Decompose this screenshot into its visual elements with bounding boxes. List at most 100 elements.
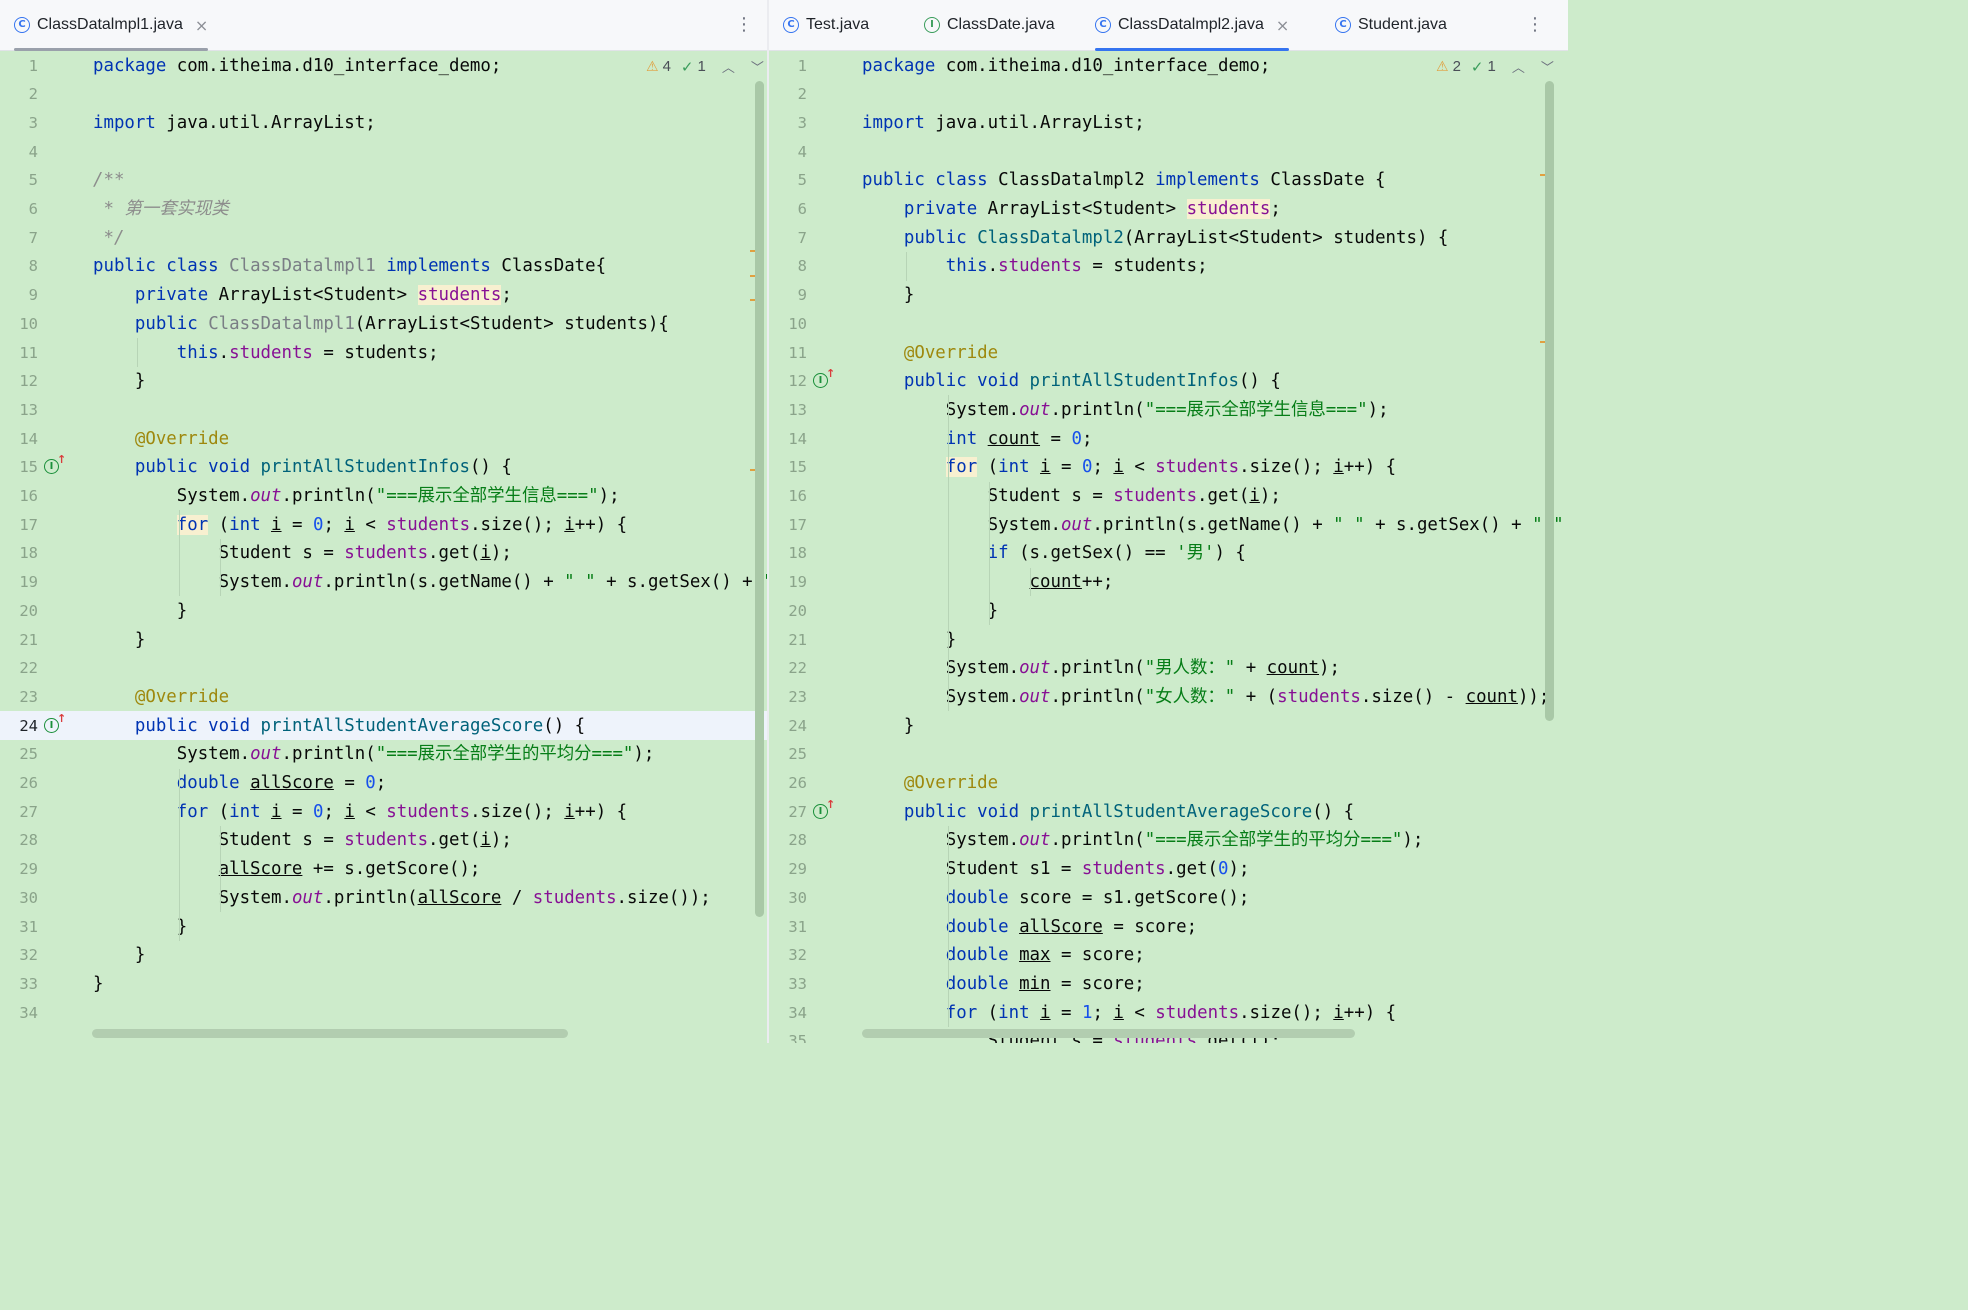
- line-number[interactable]: 24: [19, 716, 38, 735]
- code-line[interactable]: public class ClassDatalmpl1 implements C…: [93, 252, 767, 281]
- line-number[interactable]: 19: [788, 573, 807, 592]
- line-number[interactable]: 24: [788, 716, 807, 735]
- code-line[interactable]: for (int i = 0; i < students.size(); i++…: [93, 798, 767, 827]
- line-number[interactable]: 31: [19, 917, 38, 936]
- code-line[interactable]: System.out.println("===展示全部学生信息===");: [862, 396, 1568, 425]
- code-line[interactable]: private ArrayList<Student> students;: [862, 195, 1568, 224]
- line-number[interactable]: 11: [788, 343, 807, 362]
- code-line[interactable]: public void printAllStudentInfos() {: [93, 453, 767, 482]
- line-number[interactable]: 25: [19, 745, 38, 764]
- code-line[interactable]: double min = score;: [862, 970, 1568, 999]
- code-line[interactable]: @Override: [862, 769, 1568, 798]
- code-line[interactable]: System.out.println("===展示全部学生的平均分===");: [93, 740, 767, 769]
- code-line[interactable]: }: [862, 712, 1568, 741]
- line-number[interactable]: 16: [788, 487, 807, 505]
- code-line[interactable]: [93, 999, 767, 1028]
- code-line[interactable]: [93, 654, 767, 683]
- code-line[interactable]: double score = s1.getScore();: [862, 884, 1568, 913]
- code-line[interactable]: import java.util.ArrayList;: [93, 109, 767, 138]
- code-line[interactable]: Student s1 = students.get(0);: [862, 855, 1568, 884]
- tab-classdataimpl1[interactable]: C ClassDatalmpl1.java ×: [14, 0, 209, 51]
- code-line[interactable]: [93, 396, 767, 425]
- vertical-scrollbar[interactable]: [1545, 81, 1554, 721]
- code-line[interactable]: int count = 0;: [862, 425, 1568, 454]
- line-number[interactable]: 23: [788, 687, 807, 706]
- code-line[interactable]: private ArrayList<Student> students;: [93, 281, 767, 310]
- line-number[interactable]: 7: [797, 228, 807, 247]
- line-number[interactable]: 9: [797, 286, 807, 305]
- code-line[interactable]: import java.util.ArrayList;: [862, 109, 1568, 138]
- code-line[interactable]: for (int i = 1; i < students.size(); i++…: [862, 999, 1568, 1028]
- line-number[interactable]: 12: [19, 372, 38, 391]
- code-line[interactable]: Student s = students.get(i);: [93, 826, 767, 855]
- code-line[interactable]: System.out.println(s.getName() + " " + s…: [93, 568, 767, 597]
- code-line[interactable]: System.out.println("女人数：" + (students.si…: [862, 683, 1568, 712]
- line-number[interactable]: 29: [788, 860, 807, 879]
- line-number[interactable]: 2: [28, 85, 38, 104]
- line-number[interactable]: 8: [28, 257, 38, 276]
- line-number[interactable]: 21: [788, 630, 807, 649]
- line-number[interactable]: 26: [19, 774, 38, 792]
- code-line[interactable]: [93, 80, 767, 109]
- line-number[interactable]: 5: [797, 171, 807, 190]
- right-code-editor[interactable]: 123456789101112I131415161718192021222324…: [769, 51, 1568, 1044]
- line-number[interactable]: 15: [19, 458, 38, 477]
- line-number[interactable]: 18: [788, 544, 807, 563]
- line-number[interactable]: 5: [28, 171, 38, 190]
- code-line[interactable]: }: [93, 597, 767, 626]
- code-line[interactable]: @Override: [93, 425, 767, 454]
- code-line[interactable]: public class ClassDatalmpl2 implements C…: [862, 166, 1568, 195]
- line-number[interactable]: 19: [19, 573, 38, 592]
- line-number[interactable]: 14: [19, 429, 38, 448]
- line-number[interactable]: 20: [19, 601, 38, 620]
- code-line[interactable]: }: [862, 597, 1568, 626]
- line-number[interactable]: 11: [19, 343, 38, 362]
- code-line[interactable]: public void printAllStudentAverageScore(…: [862, 798, 1568, 827]
- code-line[interactable]: * 第一套实现类: [93, 195, 767, 224]
- line-number[interactable]: 20: [788, 601, 807, 620]
- close-icon[interactable]: ×: [1275, 15, 1290, 35]
- code-line[interactable]: public ClassDatalmpl2(ArrayList<Student>…: [862, 224, 1568, 253]
- right-code-area[interactable]: package com.itheima.d10_interface_demo;i…: [859, 51, 1568, 1044]
- tab-classdate[interactable]: I ClassDate.java: [924, 0, 1055, 50]
- line-number[interactable]: 16: [19, 487, 38, 505]
- code-line[interactable]: public ClassDatalmpl1(ArrayList<Student>…: [93, 310, 767, 339]
- line-number[interactable]: 9: [28, 286, 38, 305]
- code-line[interactable]: Student s = students.get(i);: [93, 539, 767, 568]
- tab-classdataimpl2[interactable]: C ClassDatalmpl2.java ×: [1095, 0, 1290, 51]
- line-number[interactable]: 23: [19, 687, 38, 706]
- code-line[interactable]: }: [93, 970, 767, 999]
- line-number[interactable]: 4: [28, 142, 38, 161]
- line-number[interactable]: 15: [788, 458, 807, 477]
- line-number[interactable]: 33: [19, 974, 38, 993]
- line-number[interactable]: 21: [19, 630, 38, 649]
- implements-method-icon[interactable]: I: [813, 798, 835, 819]
- tab-test[interactable]: C Test.java: [783, 0, 869, 50]
- code-line[interactable]: package com.itheima.d10_interface_demo;: [862, 52, 1568, 81]
- line-number[interactable]: 27: [19, 802, 38, 821]
- chevron-down-icon[interactable]: ﹀: [750, 61, 764, 76]
- left-code-editor[interactable]: 123456789101112131415I161718192021222324…: [0, 51, 767, 1043]
- code-line[interactable]: System.out.println(s.getName() + " " + s…: [862, 511, 1568, 540]
- code-line[interactable]: */: [93, 224, 767, 253]
- horizontal-scrollbar[interactable]: [862, 1029, 1355, 1038]
- line-number[interactable]: 33: [788, 974, 807, 993]
- code-line[interactable]: [862, 138, 1568, 167]
- left-code-area[interactable]: package com.itheima.d10_interface_demo;i…: [90, 51, 767, 1043]
- code-line[interactable]: this.students = students;: [862, 252, 1568, 281]
- line-number[interactable]: 6: [28, 200, 38, 218]
- line-number[interactable]: 14: [788, 429, 807, 448]
- line-number[interactable]: 4: [797, 142, 807, 161]
- line-number[interactable]: 13: [788, 400, 807, 419]
- code-line[interactable]: for (int i = 0; i < students.size(); i++…: [93, 511, 767, 540]
- implements-method-icon[interactable]: I: [44, 712, 66, 733]
- code-line[interactable]: }: [93, 626, 767, 655]
- code-line[interactable]: System.out.println("===展示全部学生的平均分===");: [862, 826, 1568, 855]
- split-divider[interactable]: [767, 0, 769, 1043]
- code-line[interactable]: allScore += s.getScore();: [93, 855, 767, 884]
- chevron-down-icon[interactable]: ﹀: [1540, 61, 1554, 76]
- line-number[interactable]: 2: [797, 85, 807, 104]
- line-number[interactable]: 13: [19, 400, 38, 419]
- line-number[interactable]: 8: [797, 257, 807, 276]
- line-number[interactable]: 34: [19, 1003, 38, 1022]
